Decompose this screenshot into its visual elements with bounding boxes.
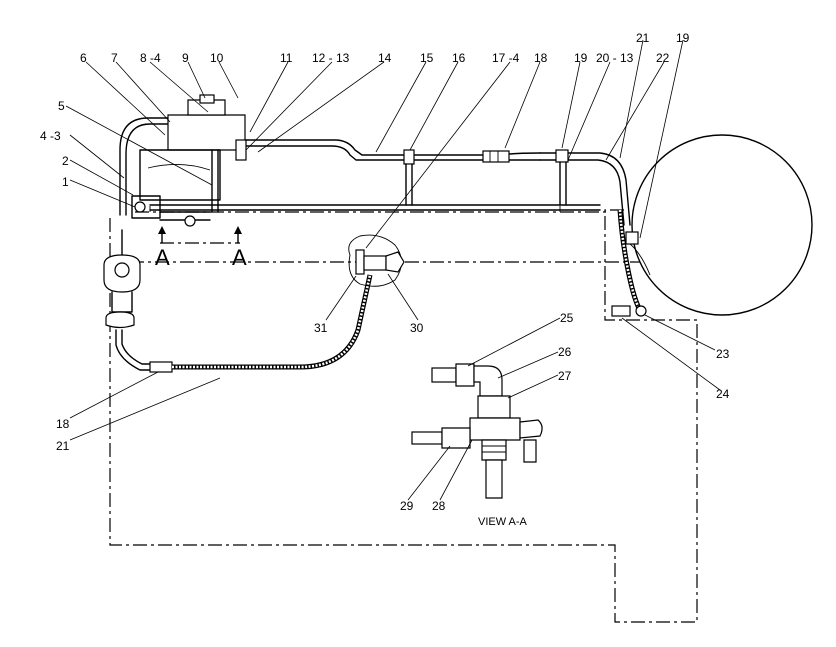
- section-marks: [158, 226, 242, 244]
- right-hose: [611, 209, 647, 317]
- engine-outline: [109, 206, 698, 623]
- callout-19-right: 19: [676, 31, 690, 45]
- callout-15: 15: [420, 51, 434, 65]
- callout-18-bottom: 18: [56, 417, 70, 431]
- callout-30: 30: [410, 321, 424, 335]
- callout-8-4: 8 -4: [140, 51, 161, 65]
- callout-14: 14: [378, 51, 392, 65]
- callout-25: 25: [560, 311, 574, 325]
- callout-10: 10: [210, 51, 224, 65]
- callout-7: 7: [111, 51, 118, 65]
- callout-9: 9: [182, 51, 189, 65]
- callout-2: 2: [62, 154, 69, 168]
- section-mark-left: A: [155, 245, 170, 270]
- callout-4-3: 4 -3: [40, 129, 61, 143]
- callout-27: 27: [558, 369, 572, 383]
- callout-5: 5: [58, 99, 65, 113]
- leader-lines: [65, 39, 721, 501]
- callout-31: 31: [314, 321, 328, 335]
- filter-head-assembly: [131, 94, 247, 227]
- callout-17-4: 17 -4: [492, 51, 520, 65]
- union-fitting: [482, 150, 510, 163]
- callout-26: 26: [558, 345, 572, 359]
- callout-21-bottom: 21: [56, 439, 70, 453]
- callout-28: 28: [432, 499, 446, 513]
- callout-20-13: 20 - 13: [596, 51, 634, 65]
- bulkhead-fitting: [348, 234, 405, 287]
- callout-22: 22: [656, 51, 670, 65]
- callout-23: 23: [716, 347, 730, 361]
- lower-hose: [115, 274, 373, 373]
- view-a-a-detail: [411, 363, 543, 499]
- callout-24: 24: [716, 387, 730, 401]
- callout-11: 11: [280, 51, 293, 65]
- callout-21-top: 21: [636, 31, 650, 45]
- callout-18-top: 18: [534, 51, 548, 65]
- callout-29: 29: [400, 499, 414, 513]
- primary-filter: [103, 229, 141, 329]
- callout-6: 6: [80, 51, 87, 65]
- callout-12-13: 12 - 13: [312, 51, 350, 65]
- section-mark-right: A: [232, 245, 247, 270]
- callout-16: 16: [452, 51, 466, 65]
- callout-1: 1: [62, 175, 69, 189]
- view-label: VIEW A-A: [478, 516, 528, 528]
- upper-tube-assembly: [119, 117, 631, 226]
- flywheel-housing: [631, 134, 813, 316]
- callout-19-top: 19: [574, 51, 588, 65]
- tube-clips: [403, 149, 569, 206]
